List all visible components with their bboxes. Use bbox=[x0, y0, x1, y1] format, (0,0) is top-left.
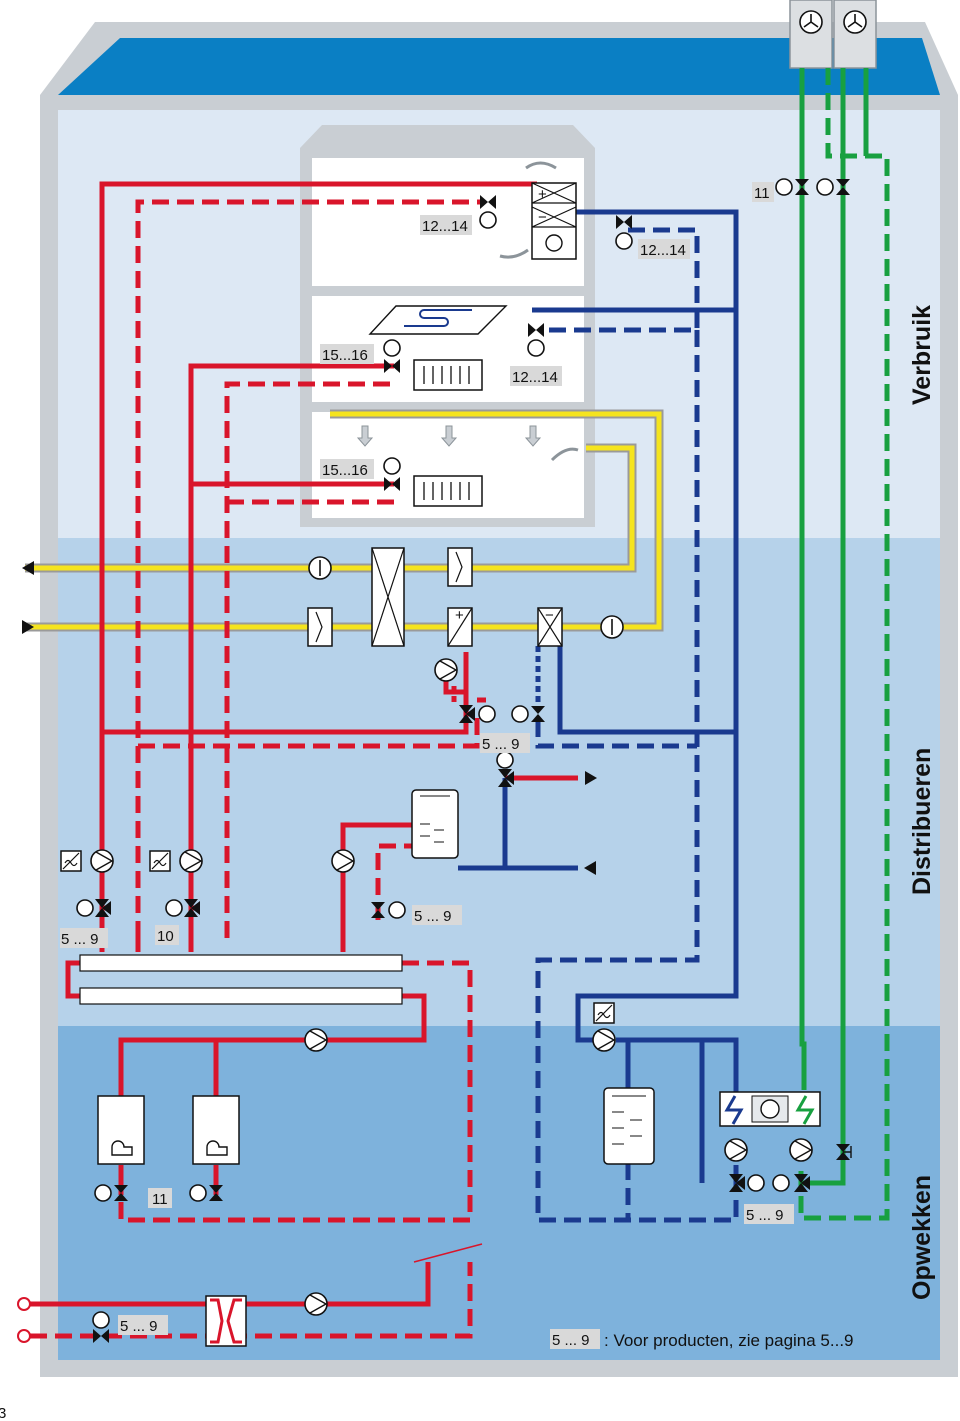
pump-icon bbox=[179, 849, 203, 873]
tag-10: 10 bbox=[157, 928, 174, 945]
dhw-storage-tank bbox=[411, 789, 459, 859]
pump-icon bbox=[592, 1028, 616, 1052]
rooftop-unit-1 bbox=[789, 0, 833, 69]
tag-5-9-circuit1: 5 ... 9 bbox=[61, 931, 99, 948]
tag-12-14-room1-heat: 12...14 bbox=[422, 218, 468, 235]
svg-text:+: + bbox=[538, 186, 547, 203]
controller-icon bbox=[60, 850, 82, 872]
header-supply bbox=[79, 954, 403, 972]
buffer-tank bbox=[603, 1087, 655, 1165]
pump-icon bbox=[304, 1292, 328, 1316]
cold-water-pipes bbox=[458, 209, 739, 1223]
zone-distribution-bg bbox=[58, 538, 940, 1026]
legend: 5 ... 9 : Voor producten, zie pagina 5..… bbox=[550, 1329, 854, 1350]
radiator-icon bbox=[413, 475, 483, 507]
tag-5-9-heat-pump: 5 ... 9 bbox=[746, 1207, 784, 1224]
controller-icon bbox=[149, 850, 171, 872]
exhaust-filter bbox=[447, 547, 473, 587]
pump-icon bbox=[331, 849, 355, 873]
tag-12-14-room1-cool: 12...14 bbox=[640, 242, 686, 259]
room-1-equipment: + − bbox=[479, 161, 633, 260]
ahu-components: + − bbox=[307, 547, 624, 723]
legend-text: : Voor producten, zie pagina 5...9 bbox=[604, 1331, 854, 1350]
tag-11-roof: 11 bbox=[754, 185, 770, 202]
rooftop-unit-2 bbox=[833, 0, 877, 69]
svg-text:−: − bbox=[545, 607, 554, 624]
boiler-1 bbox=[97, 1095, 145, 1165]
tag-5-9-dhw: 5 ... 9 bbox=[414, 908, 452, 925]
radiator-icon bbox=[413, 359, 483, 391]
distribution-components bbox=[60, 751, 514, 919]
page-number: 3 bbox=[0, 1405, 6, 1421]
intake-filter bbox=[307, 607, 333, 647]
legend-tag: 5 ... 9 bbox=[552, 1332, 590, 1349]
boiler-break-line bbox=[413, 1243, 483, 1263]
tag-15-16-room3: 15...16 bbox=[322, 462, 368, 479]
header-return bbox=[79, 987, 403, 1005]
tag-15-16-room2: 15...16 bbox=[322, 347, 368, 364]
svg-text:+: + bbox=[455, 607, 464, 624]
pump-icon bbox=[789, 1138, 813, 1162]
compressor-icon bbox=[760, 1099, 780, 1119]
green-circuit bbox=[798, 68, 890, 1221]
pump-icon bbox=[90, 849, 114, 873]
air-intake-arrow-icon bbox=[22, 620, 34, 634]
pump-icon bbox=[724, 1138, 748, 1162]
district-supply-port bbox=[17, 1297, 31, 1311]
zone-label-distribution: Distribueren bbox=[908, 748, 936, 895]
roof bbox=[58, 38, 940, 95]
tag-11-boilers: 11 bbox=[152, 1191, 168, 1208]
boiler-2 bbox=[192, 1095, 240, 1165]
hot-flow-out-arrow-icon bbox=[585, 771, 597, 785]
pump-icon bbox=[434, 658, 458, 682]
pump-icon bbox=[304, 1028, 328, 1052]
air-exhaust-arrow-icon bbox=[22, 561, 34, 575]
svg-text:−: − bbox=[538, 209, 547, 226]
rooftop-units bbox=[789, 0, 877, 69]
fan-icon bbox=[545, 234, 563, 252]
tag-5-9-district: 5 ... 9 bbox=[120, 1318, 158, 1335]
room-2-equipment bbox=[368, 305, 545, 391]
heat-exchanger bbox=[205, 1295, 247, 1347]
district-return-port bbox=[17, 1329, 31, 1343]
zone-label-consumption: Verbruik bbox=[908, 305, 936, 405]
generation-components bbox=[17, 178, 852, 1347]
cold-flow-in-arrow-icon bbox=[584, 861, 596, 875]
reference-tags: 12...14 12...14 15...16 12...14 15...16 … bbox=[60, 182, 794, 1335]
zone-label-generation: Opwekken bbox=[908, 1175, 936, 1300]
tag-5-9-ahu: 5 ... 9 bbox=[482, 736, 520, 753]
tag-12-14-room2: 12...14 bbox=[512, 369, 558, 386]
room-3-equipment bbox=[357, 425, 579, 507]
controller-icon bbox=[593, 1002, 615, 1024]
